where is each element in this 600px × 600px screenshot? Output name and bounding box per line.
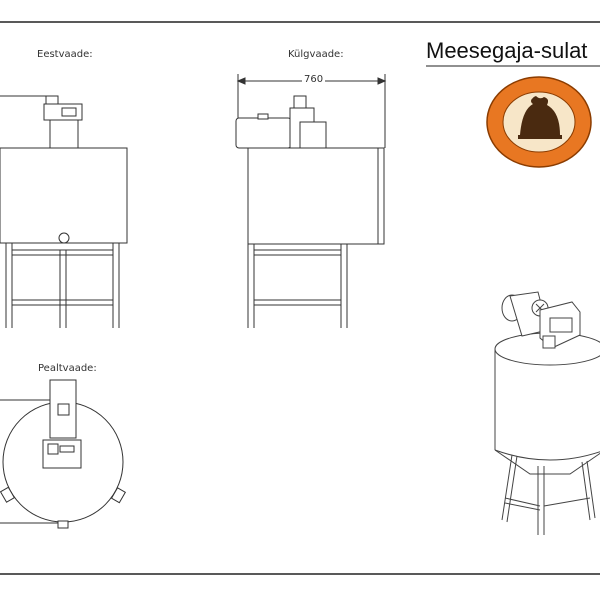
side-view-label: Külgvaade: — [288, 49, 344, 60]
isometric-view — [494, 291, 600, 535]
top-view-label: Pealtvaade: — [38, 363, 97, 374]
front-view-label: Eestvaade: — [37, 49, 93, 60]
drawing-title: Meesegaja-sulat — [426, 38, 588, 63]
dimension-width-label: 760 — [302, 74, 326, 85]
top-view — [0, 379, 127, 529]
side-view — [235, 74, 387, 328]
asten-honey-logo — [486, 76, 592, 168]
front-view — [0, 95, 128, 328]
